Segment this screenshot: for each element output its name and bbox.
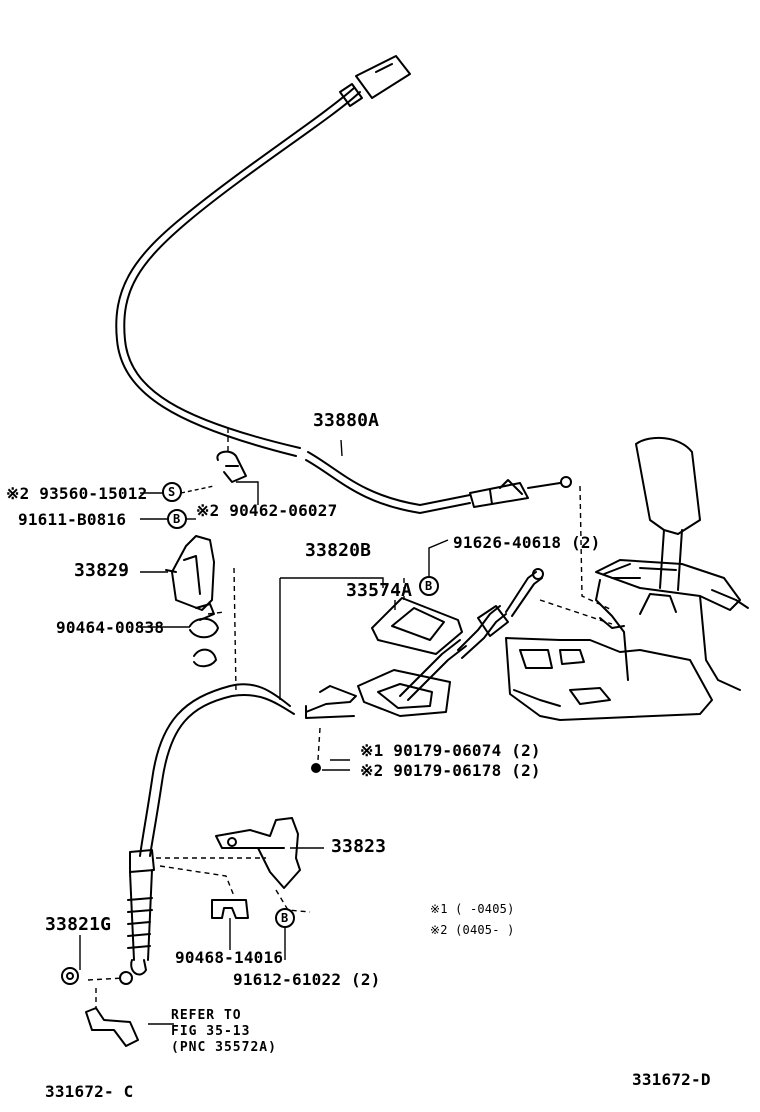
part-label-90464-00838: 90464-00838	[56, 618, 165, 637]
marker-b-3: B	[281, 911, 289, 925]
part-label-91612-61022: 91612-61022 (2)	[233, 970, 381, 989]
marker-b-2: B	[425, 579, 433, 593]
leader-lines	[79, 439, 449, 1025]
cover-plate-33574a	[357, 597, 467, 717]
doc-code-left: 331672- C	[45, 1082, 134, 1101]
part-label-91611-b0816: 91611-B0816	[18, 510, 127, 529]
nut-33821g	[61, 967, 79, 985]
nut-90179	[311, 763, 321, 773]
note-2: ※2 (0405- )	[430, 923, 515, 937]
part-label-33829: 33829	[74, 560, 130, 581]
bracket-33823	[215, 817, 301, 889]
control-rod	[305, 568, 544, 719]
part-label-90468-14016: 90468-14016	[175, 948, 284, 967]
refer-line-1: REFER TO	[171, 1008, 242, 1023]
retainer-90468	[211, 899, 249, 919]
refer-line-3: (PNC 35572A)	[171, 1040, 277, 1055]
lever-bracket-ref	[85, 1007, 139, 1047]
part-label-90179-06178: ※2 90179-06178 (2)	[360, 761, 541, 780]
part-label-33823: 33823	[331, 836, 387, 857]
part-label-93560-15012: ※2 93560-15012	[6, 484, 148, 503]
bracket-33829	[165, 535, 215, 611]
lower-cable-33820b	[119, 683, 295, 985]
marker-s: S	[168, 485, 176, 499]
part-label-33820b: 33820B	[305, 540, 372, 561]
clip-90464	[189, 603, 219, 668]
note-1: ※1 ( -0405)	[430, 902, 515, 916]
cable-clamp-upper	[216, 450, 247, 483]
marker-b-1: B	[173, 512, 181, 526]
upper-cable-33880a	[115, 55, 572, 514]
part-label-90179-06074: ※1 90179-06074 (2)	[360, 741, 541, 760]
part-label-91626-40618: 91626-40618 (2)	[453, 533, 601, 552]
doc-code-right: 331672-D	[632, 1070, 711, 1089]
refer-line-2: FIG 35-13	[171, 1024, 251, 1039]
part-label-33574a: 33574A	[346, 580, 413, 601]
dashed-guides	[87, 428, 613, 1008]
part-label-33821g: 33821G	[45, 914, 112, 935]
part-label-33880a: 33880A	[313, 410, 380, 431]
part-label-90462-06027: ※2 90462-06027	[196, 501, 338, 520]
